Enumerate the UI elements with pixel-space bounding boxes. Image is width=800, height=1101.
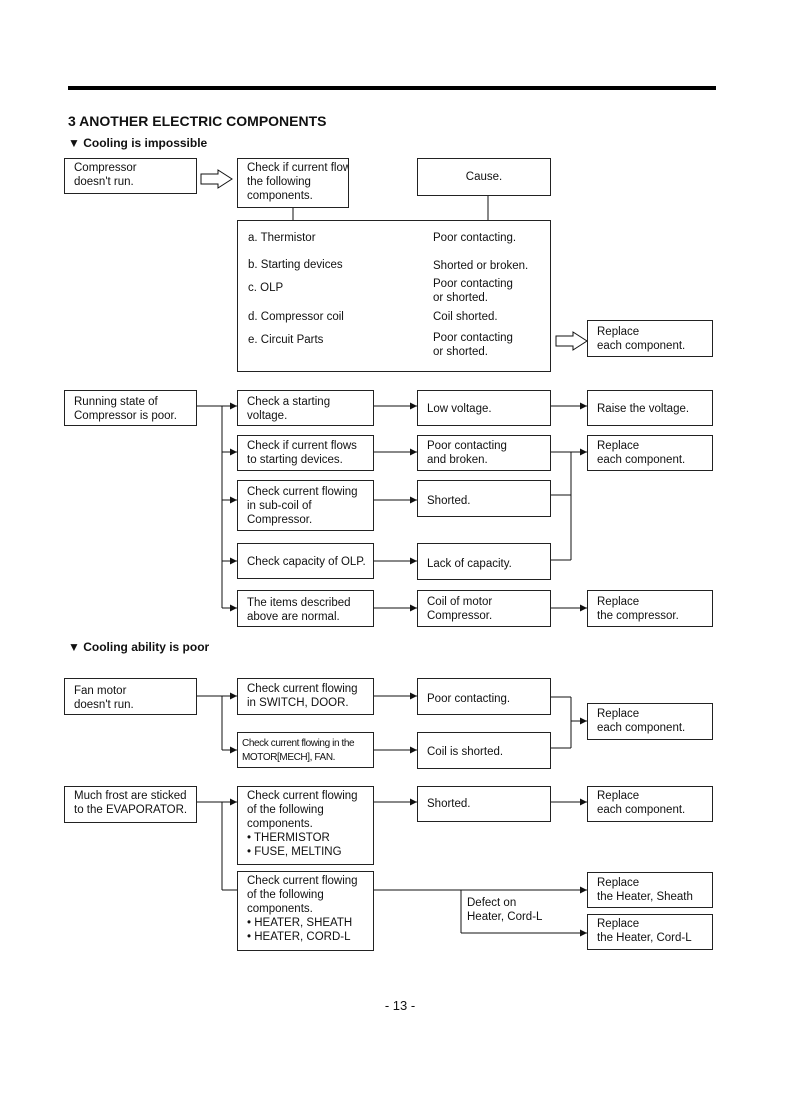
flow2-cause3-box: Shorted. <box>417 480 551 517</box>
flow1-cause-olp: Poor contacting or shorted. <box>433 278 513 304</box>
flow2-check3-box: Check current flowing in sub-coil of Com… <box>237 480 374 531</box>
flow2-remedy1-box: Raise the voltage. <box>587 390 713 426</box>
flow4-symptom-box: Much frost are sticked to the EVAPORATOR… <box>64 786 197 823</box>
flow1-cause-circuit-parts: Poor contacting or shorted. <box>433 332 513 358</box>
flow1-item-olp: c. OLP <box>248 282 284 294</box>
flow3-symptom-box: Fan motor doesn't run. <box>64 678 197 715</box>
flow2-remedy2-box: Replace each component. <box>587 435 713 471</box>
hollow-arrow-2 <box>555 331 588 351</box>
subsection-cooling-poor: ▼ Cooling ability is poor <box>68 640 210 654</box>
flow2-cause5-box: Coil of motor Compressor. <box>417 590 551 627</box>
flow3-remedy-box: Replace each component. <box>587 703 713 740</box>
flow1-cause-compressor-coil: Coil shorted. <box>433 311 498 323</box>
flow2-cause2-box: Poor contacting and broken. <box>417 435 551 471</box>
flow1-remedy-box: Replace each component. <box>587 320 713 357</box>
flow3-cause2-box: Coil is shorted. <box>417 732 551 769</box>
section-title: 3 ANOTHER ELECTRIC COMPONENTS <box>68 113 327 129</box>
flow1-cause-starting-devices: Shorted or broken. <box>433 260 529 272</box>
flow4-cause1-box: Shorted. <box>417 786 551 822</box>
flow4-check1-box: Check current flowing of the following c… <box>237 786 374 865</box>
flow1-symptom-box: Compressor doesn't run. <box>64 158 197 194</box>
flow3-check1-box: Check current flowing in SWITCH, DOOR. <box>237 678 374 715</box>
top-rule <box>68 86 716 90</box>
flow1-item-thermistor: a. Thermistor <box>248 232 316 244</box>
flow1-check-box: Check if current flows to the following … <box>237 158 349 208</box>
subsection-cooling-impossible: ▼ Cooling is impossible <box>68 136 208 150</box>
flow4-cause2-text: Defect on Heater, Cord-L <box>467 897 543 923</box>
flow1-item-circuit-parts: e. Circuit Parts <box>248 334 324 346</box>
flow2-cause4-box: Lack of capacity. <box>417 543 551 580</box>
flow4-remedy2a-box: Replace the Heater, Sheath <box>587 872 713 908</box>
flow2-symptom-box: Running state of Compressor is poor. <box>64 390 197 426</box>
flow2-check2-box: Check if current flows to starting devic… <box>237 435 374 471</box>
flow4-check2-box: Check current flowing of the following c… <box>237 871 374 951</box>
flow1-item-starting-devices: b. Starting devices <box>248 259 343 271</box>
flow2-check4-box: Check capacity of OLP. <box>237 543 374 579</box>
flow2-cause1-box: Low voltage. <box>417 390 551 426</box>
flow2-check1-box: Check a starting voltage. <box>237 390 374 426</box>
flow3-check2-box: Check current flowing in the MOTOR[MECH]… <box>237 732 374 768</box>
flow4-remedy2b-box: Replace the Heater, Cord-L <box>587 914 713 950</box>
flow2-check5-box: The items described above are normal. <box>237 590 374 627</box>
flow4-remedy1-box: Replace each component. <box>587 786 713 822</box>
flow1-cause-thermistor: Poor contacting. <box>433 232 517 244</box>
flow1-cause-header-box: Cause. <box>417 158 551 196</box>
flow1-item-compressor-coil: d. Compressor coil <box>248 311 344 323</box>
hollow-arrow-1 <box>200 169 233 189</box>
flow1-components-box <box>237 220 551 372</box>
page-number: - 13 - <box>384 998 416 1013</box>
flow2-remedy5-box: Replace the compressor. <box>587 590 713 627</box>
flow3-cause1-box: Poor contacting. <box>417 678 551 715</box>
